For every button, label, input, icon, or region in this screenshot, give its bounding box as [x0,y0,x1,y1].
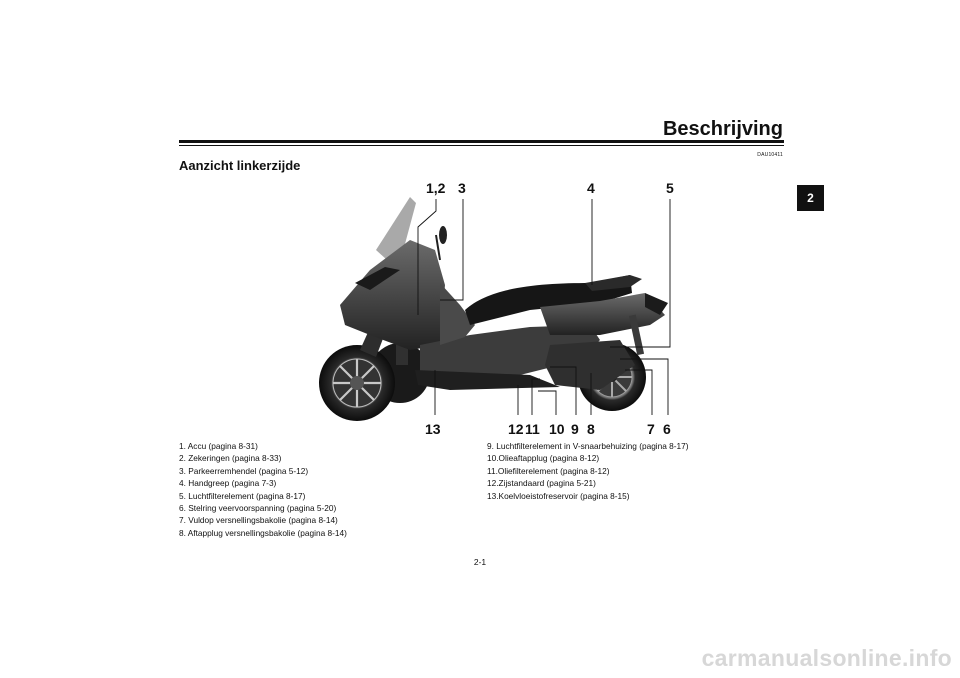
section-heading: Aanzicht linkerzijde [179,158,301,173]
scooter-illustration: 1,2 3 4 5 13 12 11 10 9 8 7 6 [319,180,674,437]
mirror [435,226,447,261]
parts-list-left: 1. Accu (pagina 8-31) 2. Zekeringen (pag… [179,440,469,539]
list-item: 3. Parkeerremhendel (pagina 5-12) [179,465,309,476]
callout-8: 8 [587,421,595,437]
callout-9: 9 [571,421,579,437]
list-item: 12.Zijstandaard (pagina 5-21) [487,478,596,489]
header-rule [179,140,784,143]
header-rule-thin [179,145,784,146]
rear-shock [628,314,645,356]
grab-handle [585,275,642,291]
page-number: 2-1 [473,557,487,567]
front-body [340,240,445,350]
list-item: 5. Luchtfilterelement (pagina 8-17) [179,490,306,501]
leader-lines [417,199,671,415]
callout-7: 7 [647,421,655,437]
headlight [355,267,400,290]
list-item: 8. Aftapplug versnellingsbakolie (pagina… [179,527,347,538]
list-item: 2. Zekeringen (pagina 8-33) [179,453,282,464]
list-item: 11.Oliefilterelement (pagina 8-12) [487,465,610,476]
list-item: 6. Stelring veervoorspanning (pagina 5-2… [179,503,337,514]
callout-12: 12 [508,421,524,437]
callout-10: 10 [549,421,565,437]
list-item: 10.Olieaftapplug (pagina 8-12) [487,453,600,464]
drive-case [545,340,635,390]
list-item: 13.Koelvloeistofreservoir (pagina 8-15) [487,490,630,501]
watermark[interactable]: carmanualsonline.info [701,645,952,671]
document-code: DAU10411 [757,152,783,158]
callout-5: 5 [666,180,674,196]
callout-11: 11 [525,421,540,437]
parts-list-right: 9. Luchtfilterelement in V-snaarbehuizin… [487,440,787,502]
leg-shield [440,283,475,345]
callout-6: 6 [663,421,671,437]
callout-1-2: 1,2 [426,180,446,196]
chapter-tab[interactable]: 2 [797,185,824,211]
callout-3: 3 [458,180,466,196]
callout-4: 4 [587,180,595,196]
windscreen [376,197,416,270]
front-wheels [319,343,430,421]
taillight [645,293,668,315]
list-item: 4. Handgreep (pagina 7-3) [179,478,277,489]
list-item: 7. Vuldop versnellingsbakolie (pagina 8-… [179,515,338,526]
underbody [415,370,560,390]
chapter-title: Beschrijving [662,118,783,140]
callout-13: 13 [425,421,441,437]
list-item: 1. Accu (pagina 8-31) [179,441,258,451]
list-item: 9. Luchtfilterelement in V-snaarbehuizin… [487,441,689,451]
